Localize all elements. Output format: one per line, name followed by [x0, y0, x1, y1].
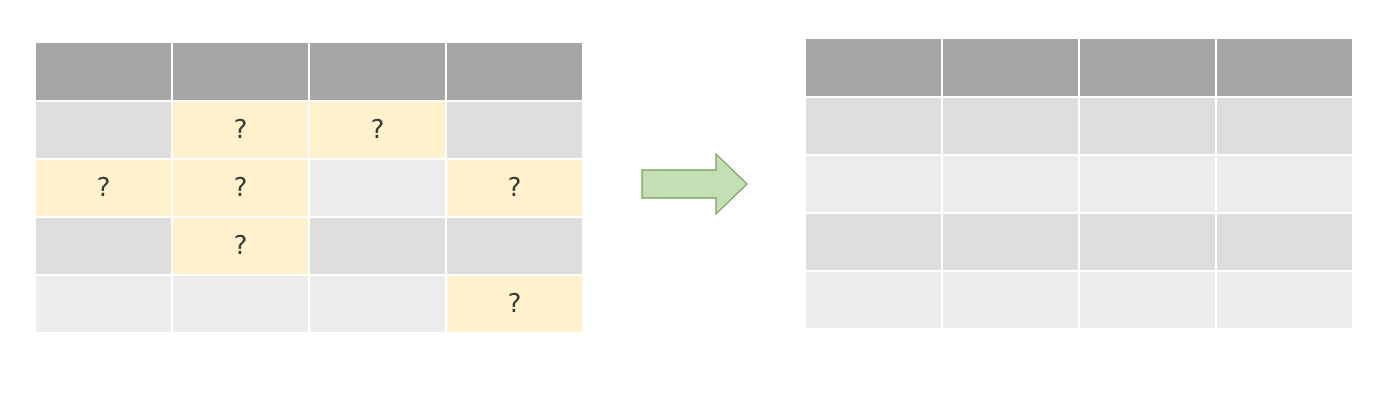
incomplete-table-cell	[36, 102, 171, 158]
complete-table-cell	[1217, 156, 1352, 212]
incomplete-table-cell	[36, 276, 171, 332]
complete-table-header-cell	[1080, 39, 1215, 96]
incomplete-table-cell	[310, 218, 445, 274]
complete-table-cell	[806, 98, 941, 154]
complete-table-cell	[806, 156, 941, 212]
incomplete-table-cell	[310, 276, 445, 332]
incomplete-table-header-cell	[173, 43, 308, 100]
complete-table-cell	[1217, 98, 1352, 154]
complete-table-cell	[943, 214, 1078, 270]
incomplete-table-cell	[36, 218, 171, 274]
complete-table-header-cell	[806, 39, 941, 96]
incomplete-table-cell	[173, 276, 308, 332]
complete-table-cell	[943, 156, 1078, 212]
complete-table-cell	[1080, 98, 1215, 154]
incomplete-table-missing-cell: ?	[173, 102, 308, 158]
complete-table-header-cell	[1217, 39, 1352, 96]
arrow-shape	[641, 152, 748, 216]
complete-table-header-cell	[943, 39, 1078, 96]
complete-table-cell	[1217, 214, 1352, 270]
incomplete-table-header-cell	[447, 43, 582, 100]
complete-table-cell	[943, 272, 1078, 328]
incomplete-table-missing-cell: ?	[36, 160, 171, 216]
incomplete-table-missing-cell: ?	[310, 102, 445, 158]
incomplete-table-cell	[447, 218, 582, 274]
complete-table	[806, 39, 1352, 328]
right-arrow-icon	[641, 152, 748, 216]
incomplete-table-missing-cell: ?	[173, 160, 308, 216]
complete-table-cell	[806, 272, 941, 328]
incomplete-table-cell	[447, 102, 582, 158]
incomplete-table: ???????	[36, 43, 582, 332]
incomplete-table-missing-cell: ?	[447, 160, 582, 216]
incomplete-table-missing-cell: ?	[173, 218, 308, 274]
complete-table-cell	[1080, 156, 1215, 212]
complete-table-cell	[943, 98, 1078, 154]
incomplete-table-header-cell	[310, 43, 445, 100]
complete-table-cell	[1080, 272, 1215, 328]
incomplete-table-header-cell	[36, 43, 171, 100]
incomplete-table-missing-cell: ?	[447, 276, 582, 332]
complete-table-cell	[1080, 214, 1215, 270]
complete-table-cell	[1217, 272, 1352, 328]
incomplete-table-cell	[310, 160, 445, 216]
complete-table-cell	[806, 214, 941, 270]
